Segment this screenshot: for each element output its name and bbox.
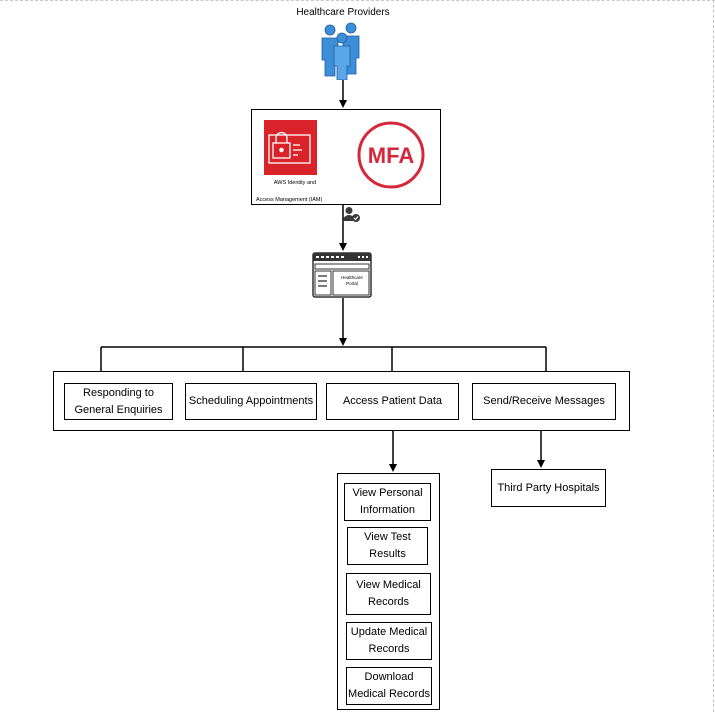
mfa-icon: MFA [357,121,425,189]
node-view-test-results[interactable]: View Test Results [347,527,428,565]
portal-label-line1: Healthcare [341,275,363,280]
users-group-icon [321,22,360,80]
iam-caption-line2: Access Management (IAM) [256,197,323,203]
node-third-party-hospitals[interactable]: Third Party Hospitals [491,469,606,507]
portal-window-icon [312,252,372,298]
node-view-personal-information[interactable]: View Personal Information [344,483,431,521]
node-send-receive-messages[interactable]: Send/Receive Messages [472,383,616,420]
node-access-patient-data[interactable]: Access Patient Data [326,383,459,420]
node-scheduling-appointments[interactable]: Scheduling Appointments [185,383,317,420]
iam-caption-line1: AWS Identity and [273,180,317,186]
node-update-medical-records[interactable]: Update Medical Records [346,622,432,660]
node-view-medical-records[interactable]: View Medical Records [346,573,431,615]
portal-label: Healthcare Portal [334,275,370,287]
mfa-label: MFA [368,143,415,168]
node-download-medical-records[interactable]: Download Medical Records [346,667,432,705]
portal-label-line2: Portal [346,281,358,286]
iam-credential-icon [264,120,317,175]
providers-title: Healthcare Providers [296,7,390,18]
canvas-right-border [713,0,714,712]
node-general-enquiries[interactable]: Responding to General Enquiries [64,383,173,420]
user-check-icon [343,207,360,222]
canvas-top-border [0,0,715,1]
